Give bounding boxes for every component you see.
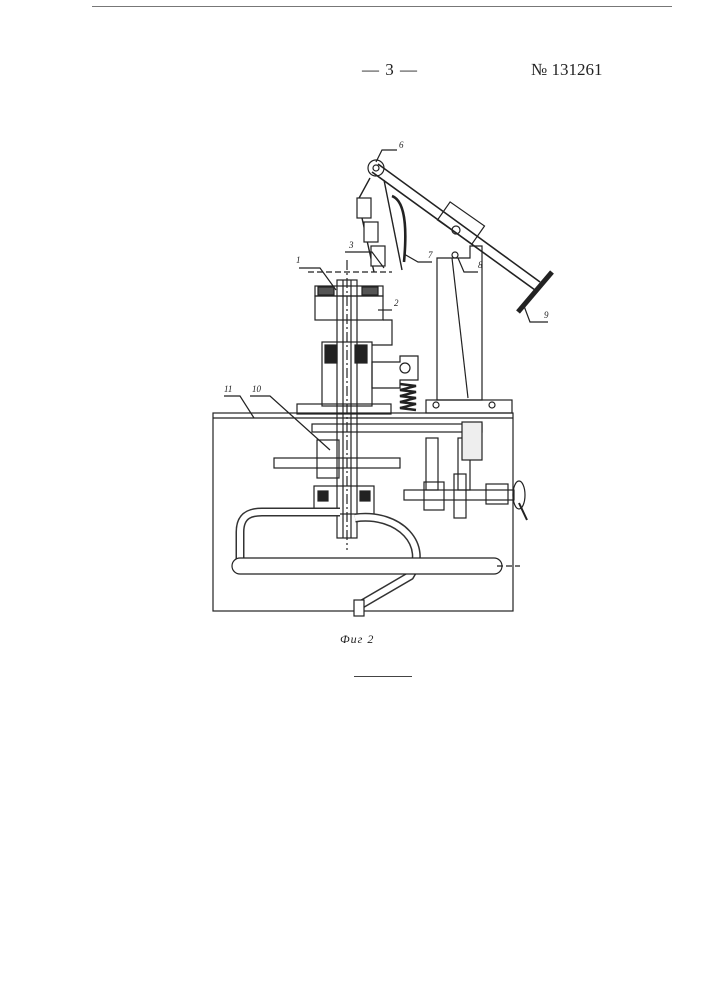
callout-11: 11 <box>224 384 232 394</box>
callout-6: 6 <box>399 140 404 150</box>
callout-7: 7 <box>428 250 433 260</box>
callout-3: 3 <box>348 240 354 250</box>
flange <box>315 296 383 320</box>
callout-2: 2 <box>394 298 399 308</box>
callout-8: 8 <box>478 260 483 270</box>
pipe <box>240 512 340 560</box>
figure-caption: Фиг 2 <box>340 632 374 647</box>
technical-drawing: 1 2 3 6 7 8 9 10 11 <box>0 0 707 700</box>
end-rule <box>354 676 412 677</box>
callout-10: 10 <box>252 384 262 394</box>
callout-1: 1 <box>296 255 301 265</box>
callout-9: 9 <box>544 310 549 320</box>
